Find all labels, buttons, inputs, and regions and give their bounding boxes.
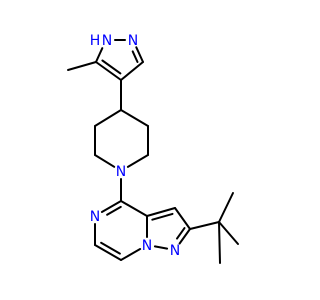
bond-q-m1 [218, 192, 234, 223]
bond-c4-c5 [95, 61, 122, 81]
bond-c4b-n5 [100, 200, 122, 213]
bond-c4b-n5-second [106, 205, 122, 216]
pyrazole-nitrogen-label: N [128, 33, 138, 49]
bond-c5-me [67, 61, 97, 71]
bond-c9-c4b [120, 200, 148, 217]
bond-c11-q [189, 221, 220, 230]
bond-n12-n8 [153, 245, 169, 250]
bond-c3a-np [126, 154, 149, 168]
bond-c2b-c1p [94, 109, 122, 127]
bond-c11-n12 [178, 228, 191, 245]
bond-c9-c10-second [151, 212, 174, 221]
bond-c3-c4 [120, 61, 144, 81]
bridgehead-nitrogen-label: N [142, 238, 152, 254]
bond-n2-c3-second [131, 50, 139, 63]
bond-c5-n1 [95, 47, 104, 63]
piperidine-nitrogen-label: N [116, 164, 126, 180]
bond-q-m3 [218, 221, 221, 264]
bond-c11-n12-second [176, 227, 186, 240]
bond-c6-c7 [94, 244, 122, 261]
bond-c9-c10 [146, 207, 176, 217]
pyrazole-nh-nitrogen-label: N [102, 33, 112, 49]
bond-c10-c11 [174, 207, 191, 230]
bond-n2-c3 [135, 46, 144, 63]
bond-c4-c5-second [101, 59, 122, 75]
fused-pyrazole-nitrogen-label: N [170, 243, 180, 259]
bond-np-c3b [94, 154, 116, 168]
pyrazine-nitrogen-label: N [90, 209, 100, 225]
bond-layer [67, 39, 239, 264]
bond-c7-n8 [120, 248, 142, 261]
bond-q-m2 [218, 221, 239, 245]
bond-c1p-c2a [120, 109, 149, 127]
pyrazole-nh-hydrogen-label: H [90, 33, 101, 49]
bond-c6-c7-second [100, 241, 121, 255]
